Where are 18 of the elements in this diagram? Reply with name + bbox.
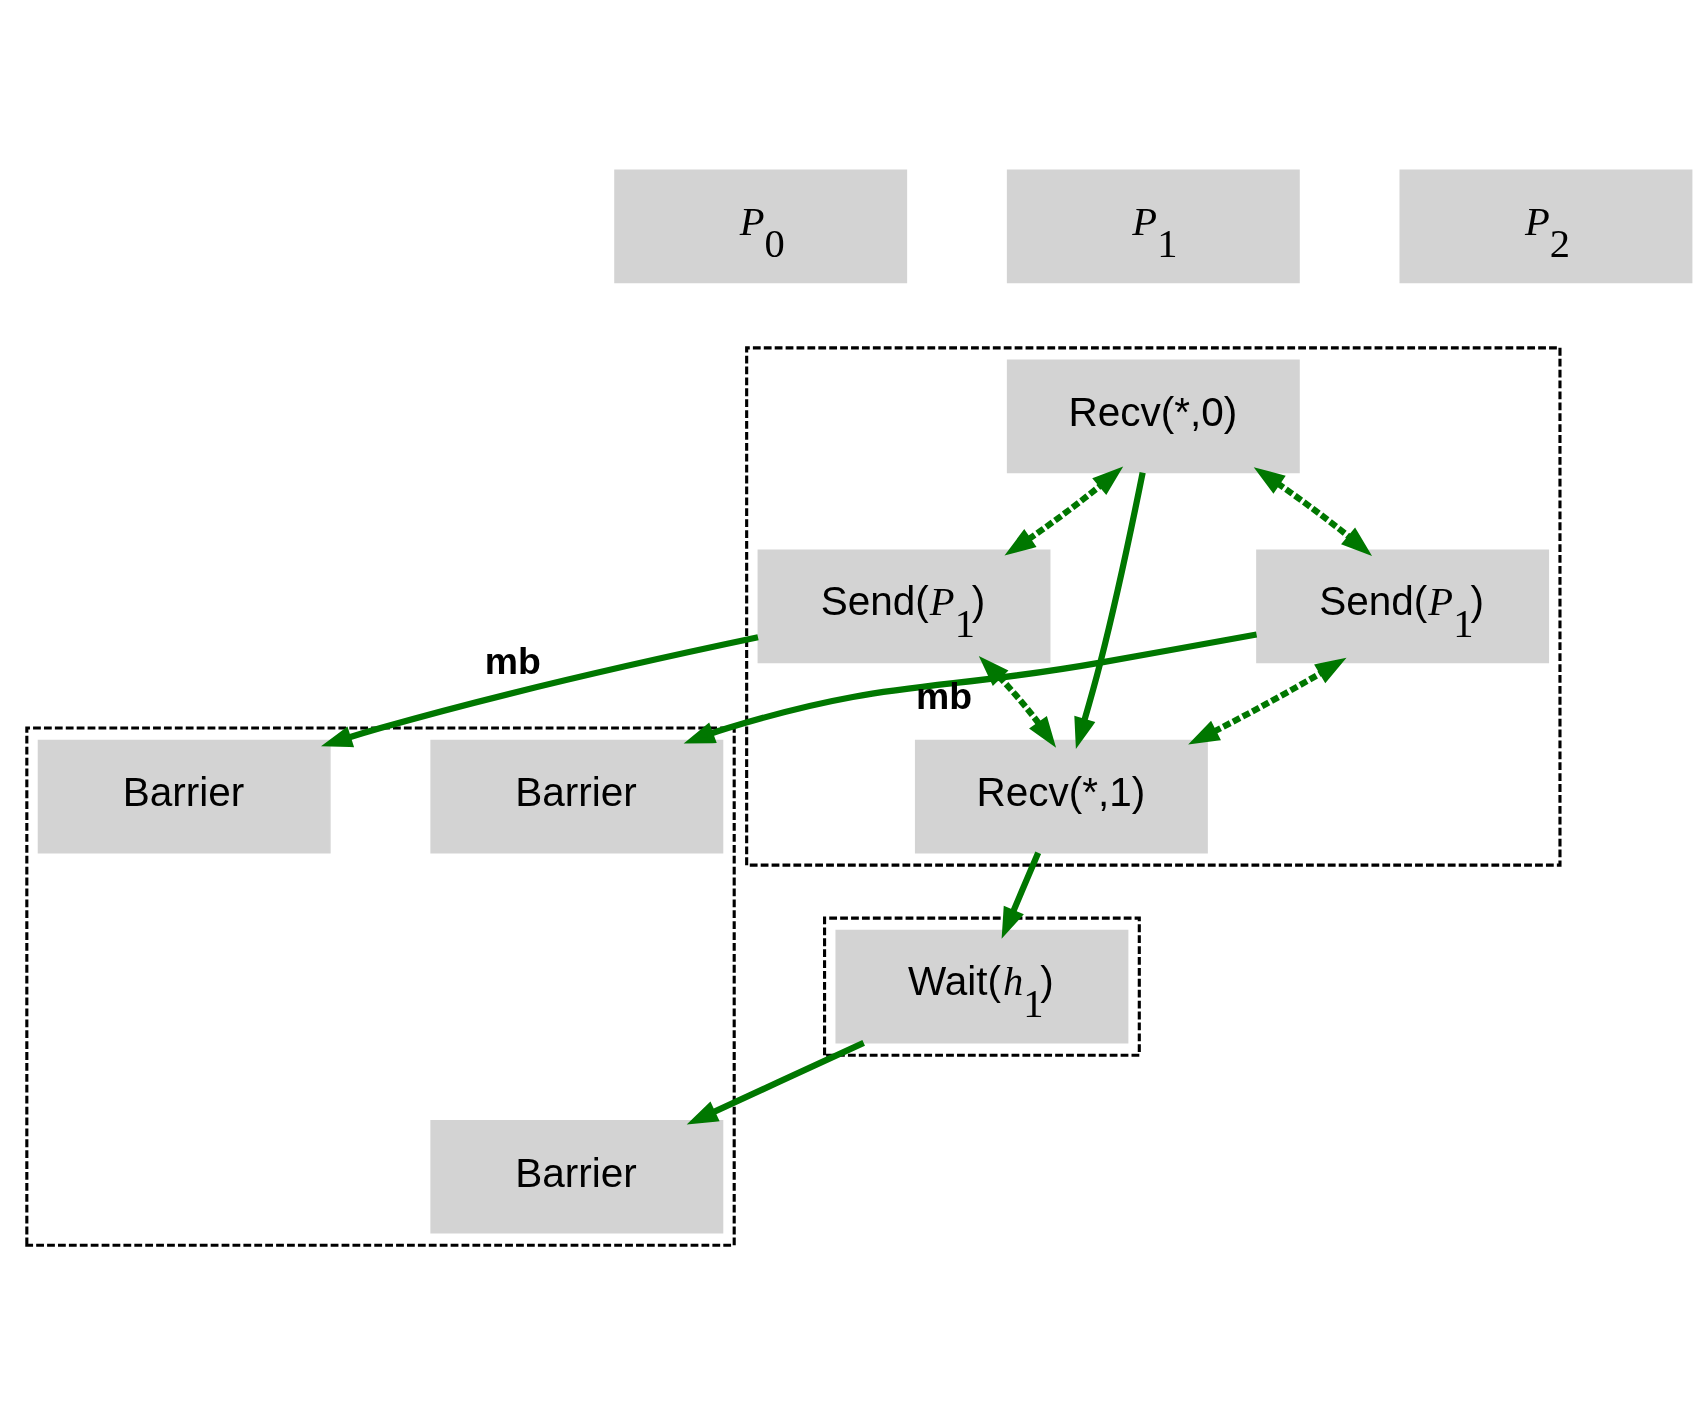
edge-label: mb [916,674,973,717]
arrow [321,633,759,747]
node-box: Barrier [37,739,331,853]
arrow [686,1039,865,1124]
node-box: Recv(*,1) [914,739,1208,853]
node-box: Barrier [430,1119,724,1234]
cluster [745,345,1562,867]
arrow [1001,851,1042,939]
edge-label: mb [484,639,541,682]
arrow [978,655,1057,748]
cluster [823,916,1141,1057]
arrow [1004,466,1124,556]
arrow [683,630,1258,744]
arrow [1074,471,1146,749]
arrow [1253,466,1373,556]
node-box: Recv(*,0) [1006,359,1300,473]
node-box: Barrier [430,739,724,853]
arrow [1188,657,1347,745]
